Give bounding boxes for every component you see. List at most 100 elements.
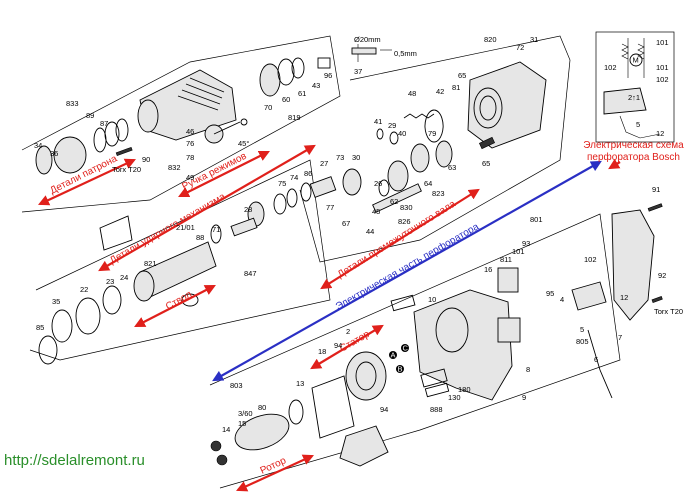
stator-2 <box>345 351 387 401</box>
schematic-motor-label: M <box>633 56 639 65</box>
pn-95: 95 <box>546 289 554 298</box>
gear-830 <box>387 160 409 192</box>
schematic-caption-line1: Электрическая схема <box>583 140 684 151</box>
rotor-fan-13 <box>288 399 304 425</box>
pn-826: 826 <box>398 217 411 226</box>
schematic-switch <box>603 87 647 115</box>
screw-92 <box>651 295 663 303</box>
chuck-cap-36 <box>53 136 87 174</box>
gear-23 <box>102 285 122 315</box>
circle-markers: A B C <box>389 344 409 374</box>
pn-7: 7 <box>618 333 622 342</box>
marker-a-label: A <box>391 351 396 360</box>
pn-16: 16 <box>484 265 492 274</box>
schematic-12: 12 <box>656 129 664 138</box>
pn-37: 37 <box>354 67 362 76</box>
chuck-spring-87 <box>93 127 107 153</box>
pn-88: 88 <box>196 233 204 242</box>
ring-74 <box>286 188 298 208</box>
pn-13: 13 <box>296 379 304 388</box>
dim-thickness: 0,5mm <box>394 49 417 58</box>
schematic-102b: 102 <box>656 75 669 84</box>
pn-833: 833 <box>66 99 79 108</box>
stop-ring-assembly <box>259 57 331 97</box>
pn-24: 24 <box>120 273 128 282</box>
pn-94: 94 <box>334 341 342 350</box>
label-888 <box>424 382 450 398</box>
pn-71: 71 <box>212 225 220 234</box>
housing-820 <box>467 61 547 149</box>
pn-6: 6 <box>594 355 598 364</box>
switch-4 <box>571 281 607 311</box>
pn-832: 832 <box>168 163 181 172</box>
website-url[interactable]: http://sdelalremont.ru <box>4 452 145 469</box>
pn-87: 87 <box>100 119 108 128</box>
ring-75 <box>273 193 287 215</box>
marker-b-label: B <box>398 365 403 374</box>
pn-81: 81 <box>452 83 460 92</box>
pn-96: 96 <box>324 71 332 80</box>
pn-42: 42 <box>436 87 444 96</box>
arrow-electrical <box>212 160 602 382</box>
bearing-15 <box>216 454 228 466</box>
pn-72: 72 <box>516 43 524 52</box>
electrical-frame <box>209 213 621 489</box>
part-41 <box>376 128 384 140</box>
pn-86: 86 <box>304 169 312 178</box>
pn-5: 5 <box>580 325 584 334</box>
gasket-94 <box>339 425 389 467</box>
pn-823: 823 <box>432 189 445 198</box>
pn-23: 23 <box>106 277 114 286</box>
marker-c-label: C <box>403 344 409 353</box>
pn-821: 821 <box>144 259 157 268</box>
pn-94b: 94 <box>380 405 388 414</box>
pn-130: 130 <box>448 393 461 402</box>
pn-41: 41 <box>374 117 382 126</box>
pn-805: 805 <box>576 337 589 346</box>
pn-18: 18 <box>318 347 326 356</box>
schematic-coil-2 <box>637 43 645 60</box>
pn-78: 78 <box>186 153 194 162</box>
bearing-14 <box>210 440 222 452</box>
handle-801 <box>611 209 655 321</box>
brush-holder-16 <box>497 267 519 293</box>
schematic-101b: 101 <box>656 63 669 72</box>
spring-22 <box>75 297 101 335</box>
pn-61: 61 <box>298 89 306 98</box>
countershaft-parts <box>372 128 453 213</box>
pn-44: 44 <box>366 227 374 236</box>
schematic-101: 101 <box>656 38 669 47</box>
pn-830: 830 <box>400 203 413 212</box>
pn-45deg: 45° <box>238 139 249 148</box>
housing-bore <box>473 87 503 129</box>
ring-70 <box>259 63 281 97</box>
pn-75: 75 <box>278 179 286 188</box>
piston-27 <box>309 176 337 198</box>
pn-15: 15 <box>238 419 246 428</box>
pn-180: 180 <box>458 385 471 394</box>
torx-right: Torx T20 <box>654 307 683 316</box>
part-65 <box>478 136 496 150</box>
pn-90: 90 <box>142 155 150 164</box>
pn-2: 2 <box>346 327 350 336</box>
pn-85: 85 <box>36 323 44 332</box>
ring-61 <box>291 57 305 79</box>
pn-27: 27 <box>320 159 328 168</box>
rotor-803 <box>234 413 290 451</box>
pn-80: 80 <box>258 403 266 412</box>
schematic-caption-line2: перфоратора Bosch <box>587 152 680 163</box>
ring-85 <box>38 335 58 365</box>
pn-67: 67 <box>342 219 350 228</box>
label-stem: Ствол <box>164 289 194 313</box>
dimension-detail <box>351 44 392 62</box>
pn-93: 93 <box>522 239 530 248</box>
label-10 <box>390 294 416 312</box>
schematic-motor <box>629 53 643 67</box>
pn-79: 79 <box>428 129 436 138</box>
pn-28: 28 <box>244 205 252 214</box>
pn-26: 26 <box>374 179 382 188</box>
cylinder-73 <box>342 168 362 196</box>
part-numbers: 833 89 87 34 36 90 832 76 46 78 49 45° 7… <box>34 35 666 434</box>
pn-30: 30 <box>352 153 360 162</box>
pn-76: 76 <box>186 139 194 148</box>
